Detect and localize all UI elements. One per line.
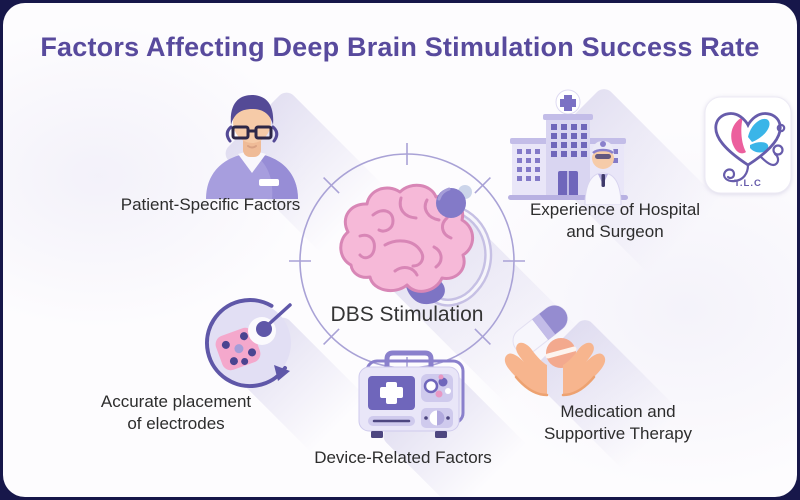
infographic-card: Factors Affecting Deep Brain Stimulation… — [3, 3, 797, 497]
dbs-stimulation-label: DBS Stimulation — [330, 303, 484, 326]
hospital-surgeon-label: Experience of Hospital and Surgeon — [529, 200, 701, 242]
device-related-label: Device-Related Factors — [314, 448, 492, 467]
brain-dbs-implant-icon — [339, 183, 493, 307]
electrode-placement-label: Accurate placement of electrodes — [100, 392, 252, 434]
electrode-placement-icon — [205, 298, 292, 388]
hospital-surgeon-icon — [508, 89, 628, 205]
heart-stethoscope-logo-icon: T.L.C — [704, 96, 792, 194]
medical-device-icon — [358, 350, 465, 438]
page-title: Factors Affecting Deep Brain Stimulation… — [40, 32, 760, 62]
hands-holding-medication-icon — [504, 305, 607, 397]
patient-avatar-icon — [206, 95, 298, 199]
logo-text: T.L.C — [734, 178, 762, 189]
medication-therapy-label: Medication and Supportive Therapy — [543, 402, 693, 444]
patient-specific-factors-label: Patient-Specific Factors — [120, 195, 301, 214]
